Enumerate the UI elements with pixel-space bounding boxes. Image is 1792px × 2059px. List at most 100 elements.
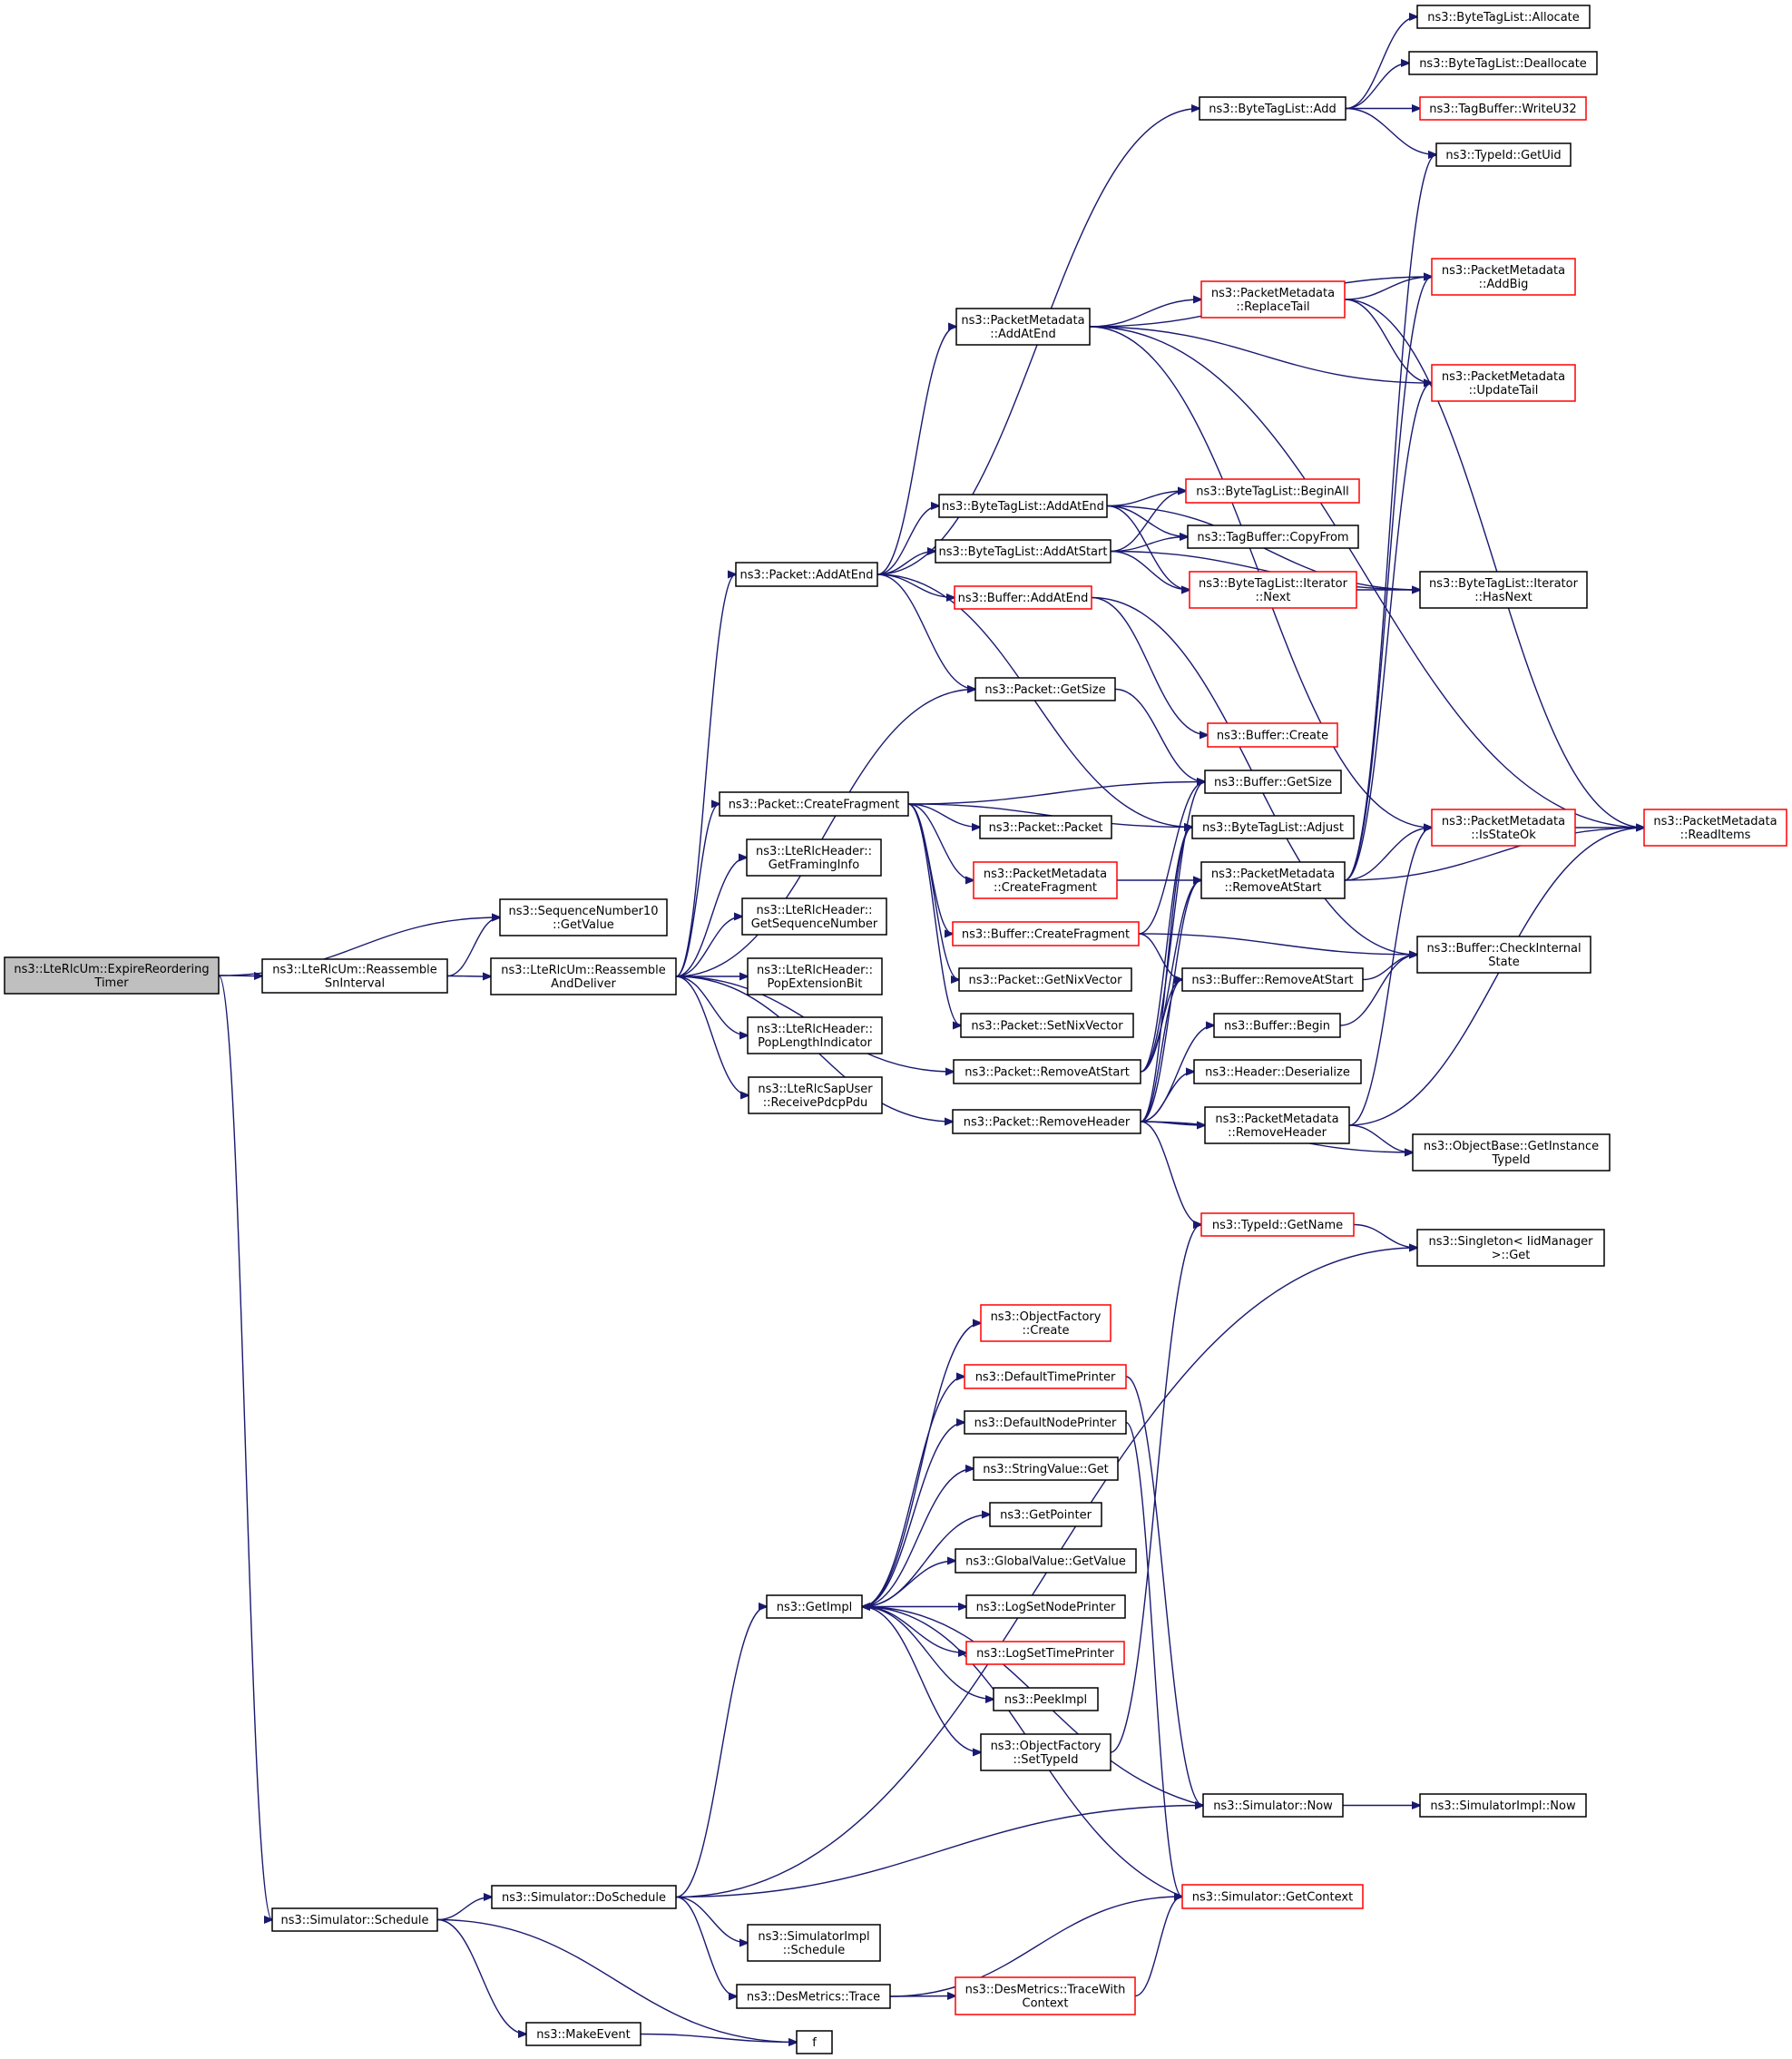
- graph-node-gv-getvalue[interactable]: ns3::GlobalValue::GetValue: [955, 1548, 1137, 1574]
- graph-node-tb-copyfrom[interactable]: ns3::TagBuffer::CopyFrom: [1187, 525, 1359, 549]
- graph-node-btl-addatend[interactable]: ns3::ByteTagList::AddAtEnd: [938, 494, 1108, 518]
- graph-node-getseq[interactable]: ns3::LteRlcHeader::GetSequenceNumber: [741, 897, 887, 936]
- graph-node-btl-beginall[interactable]: ns3::ByteTagList::BeginAll: [1185, 478, 1360, 504]
- graph-node-pm-removeheader[interactable]: ns3::PacketMetadata::RemoveHeader: [1204, 1106, 1350, 1144]
- node-box: [1213, 1013, 1341, 1038]
- graph-node-pm-createfrag[interactable]: ns3::PacketMetadata::CreateFragment: [973, 861, 1118, 899]
- node-box: [965, 1594, 1126, 1619]
- graph-node-buf-removeatstart[interactable]: ns3::Buffer::RemoveAtStart: [1181, 967, 1364, 992]
- graph-node-buf-begin[interactable]: ns3::Buffer::Begin: [1213, 1013, 1341, 1038]
- node-box: [993, 1687, 1099, 1711]
- graph-node-defaultnodeprinter[interactable]: ns3::DefaultNodePrinter: [964, 1410, 1127, 1435]
- graph-node-sim-getcontext[interactable]: ns3::Simulator::GetContext: [1181, 1884, 1364, 1909]
- node-label: ns3::PacketMetadata: [1442, 815, 1565, 829]
- edge-pm-removeatstart-to-pm-updatetail: [1344, 383, 1432, 881]
- graph-node-poplen[interactable]: ns3::LteRlcHeader::PopLengthIndicator: [747, 1016, 883, 1054]
- graph-node-pm-readitems[interactable]: ns3::PacketMetadata::ReadItems: [1643, 809, 1787, 847]
- edge-btl-addatstart-to-btl-beginall: [1110, 491, 1186, 553]
- graph-node-logsettimeprinter[interactable]: ns3::LogSetTimePrinter: [965, 1641, 1125, 1665]
- graph-node-getpointer[interactable]: ns3::GetPointer: [989, 1502, 1102, 1527]
- node-box: [1185, 478, 1360, 504]
- node-box: [955, 1976, 1136, 2015]
- graph-node-hdr-deserialize[interactable]: ns3::Header::Deserialize: [1193, 1059, 1362, 1084]
- graph-node-pm-removeatstart[interactable]: ns3::PacketMetadata::RemoveAtStart: [1200, 861, 1346, 899]
- graph-node-btl-addatstart[interactable]: ns3::ByteTagList::AddAtStart: [935, 539, 1111, 564]
- graph-node-pm-replacetail[interactable]: ns3::PacketMetadata::ReplaceTail: [1200, 280, 1346, 319]
- node-label: ns3::ByteTagList::BeginAll: [1196, 485, 1348, 499]
- edge-getimpl-to-defaulttimeprinter: [861, 1377, 965, 1608]
- graph-node-setnix[interactable]: ns3::Packet::SetNixVector: [960, 1013, 1134, 1038]
- graph-node-buf-getsize[interactable]: ns3::Buffer::GetSize: [1204, 770, 1342, 794]
- graph-node-pkt-createfrag[interactable]: ns3::Packet::CreateFragment: [719, 791, 909, 817]
- graph-node-btl-deallocate[interactable]: ns3::ByteTagList::Deallocate: [1408, 51, 1598, 75]
- edge-pkt-addatend-to-pm-addatend: [876, 327, 956, 575]
- graph-node-buf-addatend[interactable]: ns3::Buffer::AddAtEnd: [954, 585, 1092, 610]
- graph-node-pm-addbig[interactable]: ns3::PacketMetadata::AddBig: [1431, 258, 1576, 296]
- graph-node-btl-allocate[interactable]: ns3::ByteTagList::Allocate: [1416, 5, 1591, 29]
- graph-node-typeid-getname[interactable]: ns3::TypeId::GetName: [1200, 1212, 1355, 1237]
- graph-node-btl-add[interactable]: ns3::ByteTagList::Add: [1199, 96, 1346, 121]
- graph-node-pkt-getsize[interactable]: ns3::Packet::GetSize: [974, 677, 1116, 701]
- node-label: ns3::TypeId::GetName: [1212, 1219, 1343, 1232]
- node-box: [746, 838, 882, 877]
- node-label: ns3::TypeId::GetUid: [1445, 149, 1561, 162]
- graph-node-defaulttimeprinter[interactable]: ns3::DefaultTimePrinter: [964, 1364, 1127, 1389]
- graph-node-logsetnodeprinter[interactable]: ns3::LogSetNodePrinter: [965, 1594, 1126, 1619]
- graph-node-simimpl-now[interactable]: ns3::SimulatorImpl::Now: [1419, 1793, 1587, 1818]
- graph-node-stringvalue-get[interactable]: ns3::StringValue::Get: [973, 1456, 1119, 1481]
- graph-node-pkt-removeheader[interactable]: ns3::Packet::RemoveHeader: [952, 1109, 1141, 1134]
- node-box: [1419, 571, 1588, 609]
- node-box: [1408, 51, 1598, 75]
- node-label: ns3::TagBuffer::WriteU32: [1429, 103, 1576, 116]
- graph-node-simimpl-schedule[interactable]: ns3::SimulatorImpl::Schedule: [747, 1924, 881, 1962]
- graph-node-makeevent[interactable]: ns3::MakeEvent: [525, 2022, 641, 2046]
- graph-node-btl-adjust[interactable]: ns3::ByteTagList::Adjust: [1191, 815, 1355, 839]
- graph-node-pm-isstateok[interactable]: ns3::PacketMetadata::IsStateOk: [1431, 809, 1576, 847]
- graph-node-typeid-getuid[interactable]: ns3::TypeId::GetUid: [1435, 142, 1572, 167]
- node-box: [1204, 770, 1342, 794]
- node-box: [954, 585, 1092, 610]
- graph-node-sim-now[interactable]: ns3::Simulator::Now: [1202, 1793, 1344, 1818]
- node-label: ns3::ByteTagList::Add: [1209, 103, 1336, 116]
- graph-node-sim-schedule[interactable]: ns3::Simulator::Schedule: [271, 1907, 438, 1932]
- graph-node-peekimpl[interactable]: ns3::PeekImpl: [993, 1687, 1099, 1711]
- edge-rad-to-getseq: [675, 917, 742, 977]
- graph-node-getimpl[interactable]: ns3::GetImpl: [766, 1594, 863, 1619]
- graph-node-popext[interactable]: ns3::LteRlcHeader::PopExtensionBit: [747, 957, 883, 995]
- graph-node-getframing[interactable]: ns3::LteRlcHeader::GetFramingInfo: [746, 838, 882, 877]
- graph-node-pm-addatend[interactable]: ns3::PacketMetadata::AddAtEnd: [955, 308, 1091, 346]
- graph-node-btl-itnext[interactable]: ns3::ByteTagList::Iterator::Next: [1189, 571, 1357, 609]
- graph-node-singleton-get[interactable]: ns3::Singleton< IidManager>::Get: [1416, 1229, 1605, 1267]
- node-label: ns3::Buffer::RemoveAtStart: [1191, 974, 1353, 987]
- node-label: ::UpdateTail: [1469, 384, 1539, 397]
- graph-node-f[interactable]: f: [796, 2030, 833, 2054]
- node-box: [1416, 5, 1591, 29]
- graph-node-sim-doschedule[interactable]: ns3::Simulator::DoSchedule: [491, 1885, 677, 1909]
- graph-node-of-settypeid[interactable]: ns3::ObjectFactory::SetTypeId: [980, 1733, 1111, 1771]
- edge-getimpl-to-gv-getvalue: [861, 1561, 955, 1608]
- node-box: [974, 677, 1116, 701]
- graph-node-buf-create[interactable]: ns3::Buffer::Create: [1207, 722, 1338, 748]
- edge-pkt-createfrag-to-pm-createfrag: [907, 803, 974, 880]
- node-box: [271, 1907, 438, 1932]
- graph-node-desmetrics-trace[interactable]: ns3::DesMetrics::Trace: [736, 1984, 891, 2009]
- graph-node-btl-hasnext[interactable]: ns3::ByteTagList::Iterator::HasNext: [1419, 571, 1588, 609]
- graph-node-pkt-packet[interactable]: ns3::Packet::Packet: [979, 815, 1112, 839]
- node-box: [980, 1733, 1111, 1771]
- graph-node-pkt-removeatstart[interactable]: ns3::Packet::RemoveAtStart: [953, 1059, 1141, 1084]
- graph-node-pm-updatetail[interactable]: ns3::PacketMetadata::UpdateTail: [1431, 364, 1576, 402]
- graph-node-pkt-addatend[interactable]: ns3::Packet::AddAtEnd: [735, 562, 878, 587]
- graph-node-tb-writeu32[interactable]: ns3::TagBuffer::WriteU32: [1419, 96, 1587, 121]
- graph-node-recvpdcp[interactable]: ns3::LteRlcSapUser::ReceivePdcpPdu: [748, 1076, 883, 1114]
- graph-node-of-create[interactable]: ns3::ObjectFactory::Create: [980, 1304, 1111, 1342]
- graph-node-seq10[interactable]: ns3::SequenceNumber10::GetValue: [499, 898, 668, 936]
- graph-node-getnix[interactable]: ns3::Packet::GetNixVector: [958, 967, 1132, 992]
- graph-node-buf-createfrag[interactable]: ns3::Buffer::CreateFragment: [952, 921, 1140, 946]
